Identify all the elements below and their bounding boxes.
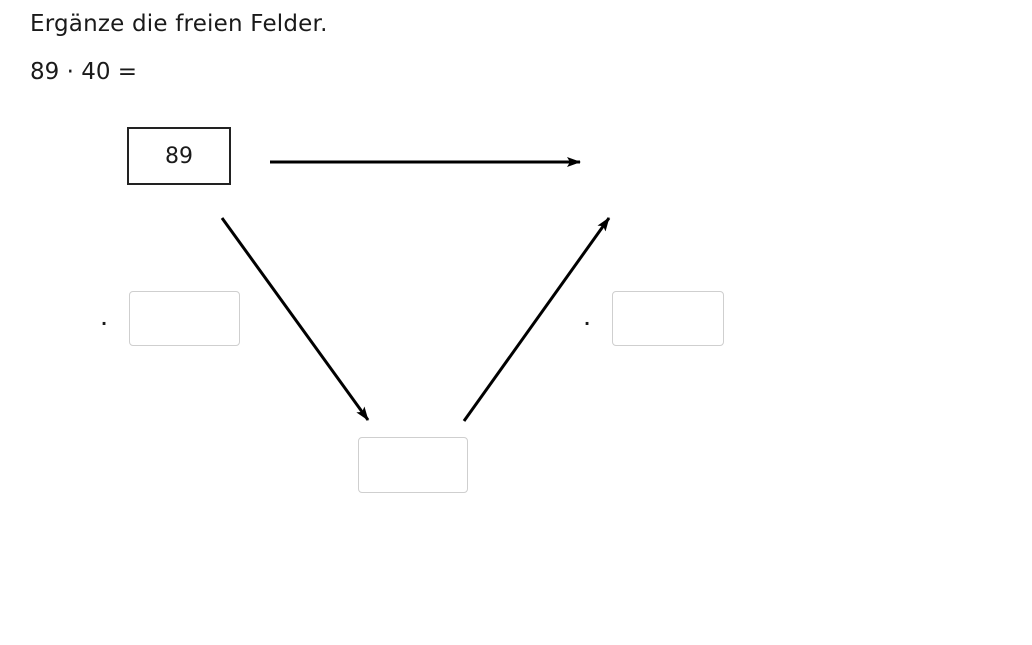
arrow-down-left	[220, 217, 370, 421]
multiply-operator-right: ·	[584, 314, 591, 333]
start-value-box: 89	[127, 127, 231, 185]
task-instruction: Ergänze die freien Felder.	[30, 11, 328, 37]
left-factor-input[interactable]	[129, 291, 240, 346]
right-factor-input[interactable]	[612, 291, 724, 346]
equation: 89 · 40 =	[30, 59, 138, 85]
start-value: 89	[165, 143, 193, 169]
arrow-up-right	[462, 217, 611, 422]
multiply-operator-left: ·	[101, 314, 108, 333]
intermediate-result-input[interactable]	[358, 437, 468, 493]
